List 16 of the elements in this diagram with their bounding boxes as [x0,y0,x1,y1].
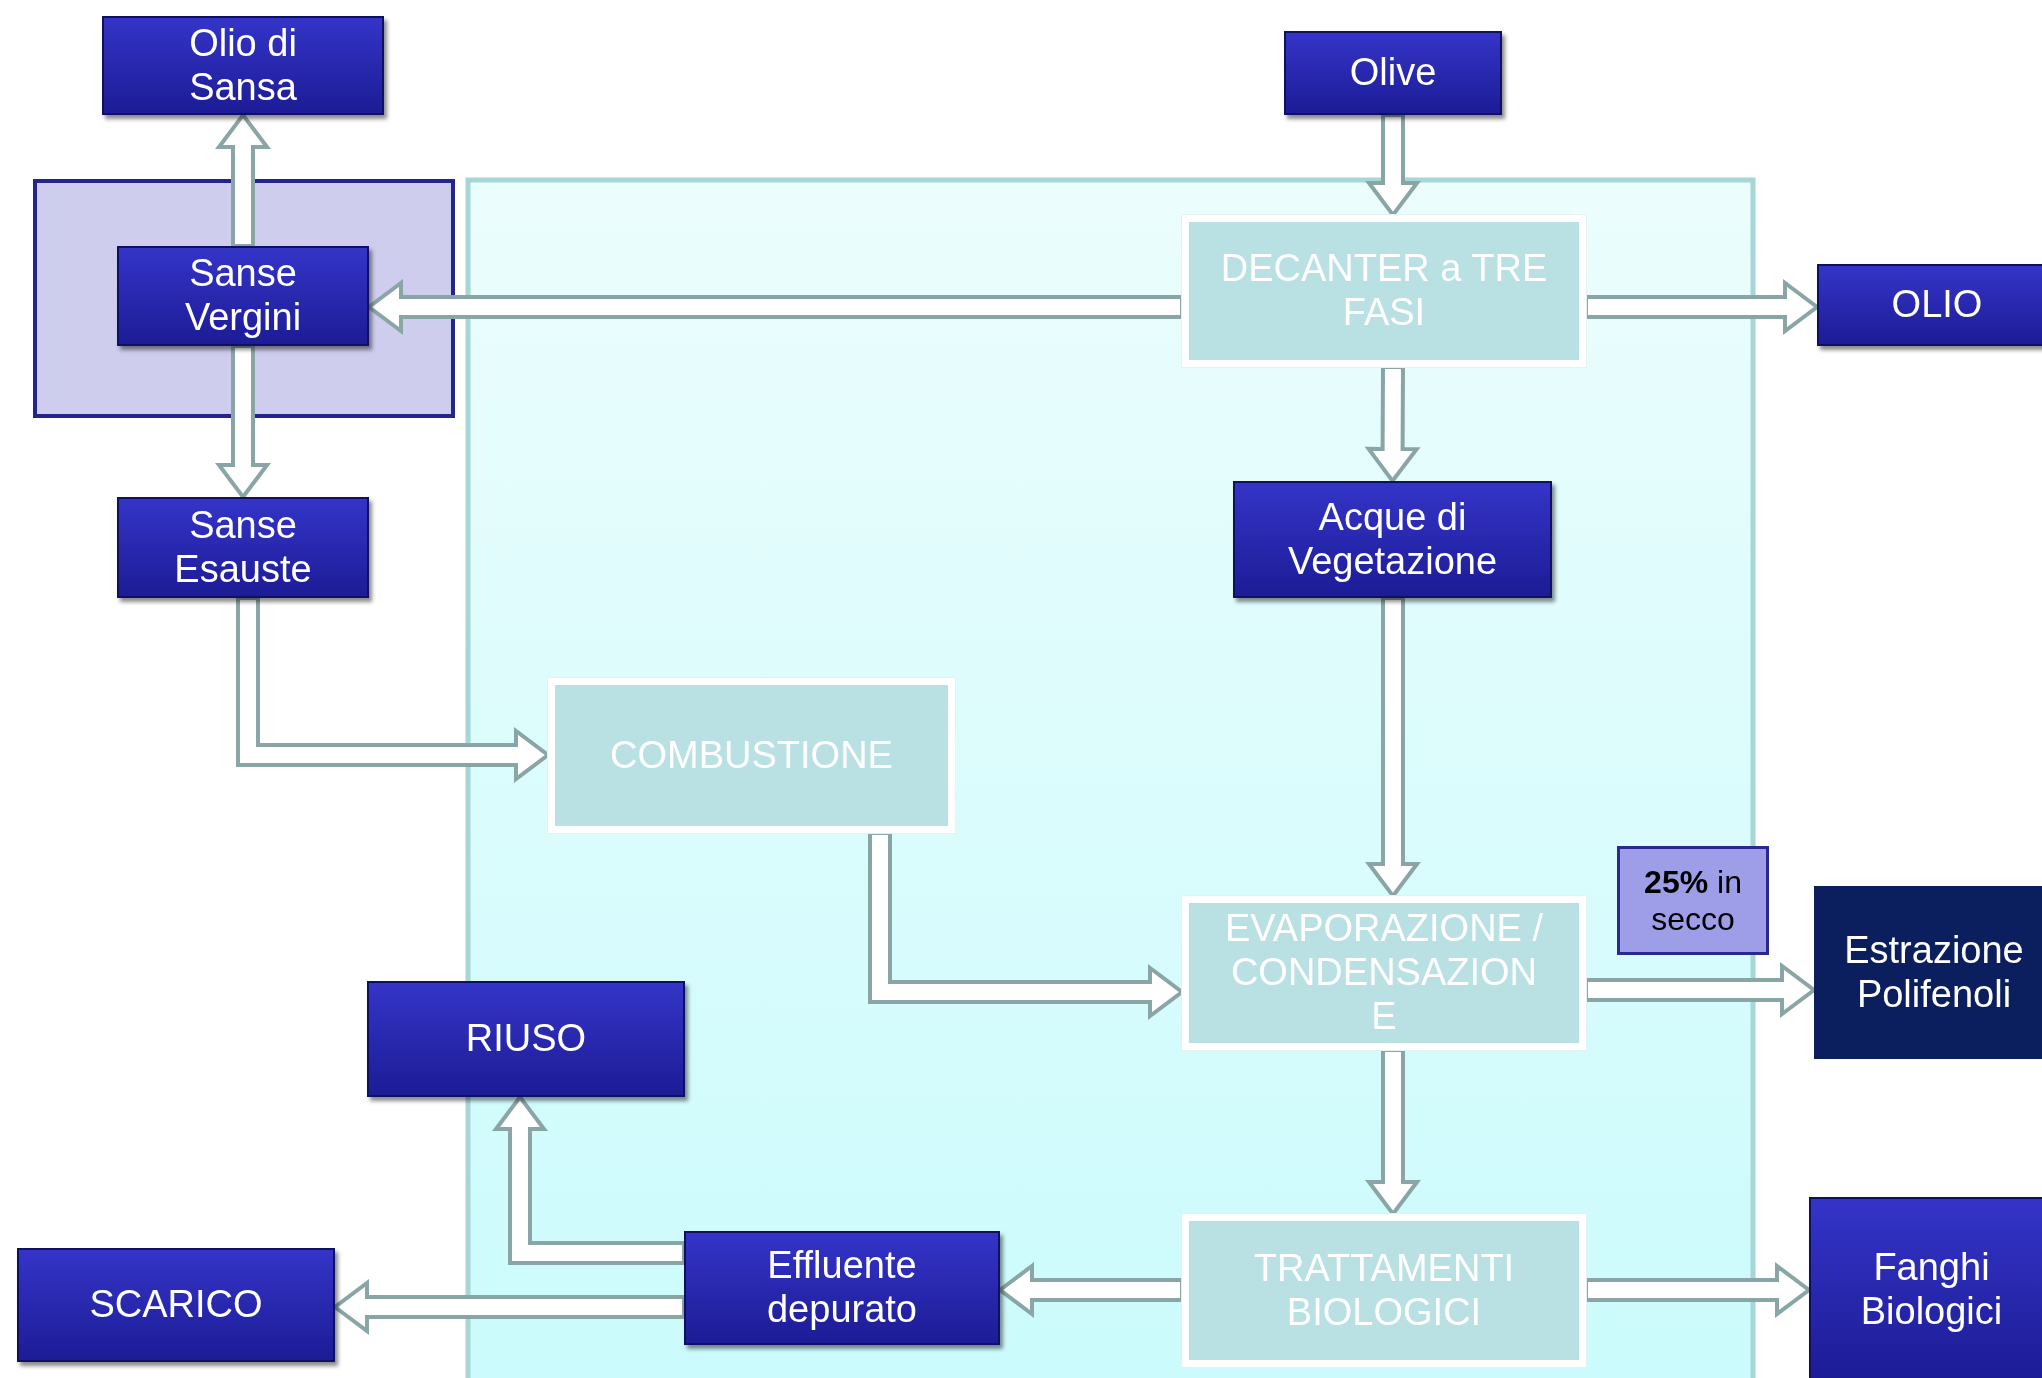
process-step-box: DECANTER a TRE FASI [1182,215,1586,367]
process-box: Olive [1284,31,1502,115]
process-box: Fanghi Biologici [1809,1197,2042,1378]
process-box: SCARICO [17,1248,335,1362]
process-box: RIUSO [367,981,685,1097]
process-box: Effluente depurato [684,1231,1000,1345]
process-box: Acque di Vegetazione [1233,481,1552,598]
process-box: Olio di Sansa [102,16,384,115]
process-box: Estrazione Polifenoli [1814,886,2042,1059]
process-box: Sanse Esauste [117,497,369,598]
process-step-box: TRATTAMENTI BIOLOGICI [1182,1214,1586,1367]
process-step-box: EVAPORAZIONE / CONDENSAZIONE [1182,896,1586,1050]
process-box: OLIO [1817,264,2042,346]
note-box: 25% in secco [1617,846,1769,955]
process-step-box: COMBUSTIONE [548,678,955,833]
process-box: Sanse Vergini [117,246,369,346]
